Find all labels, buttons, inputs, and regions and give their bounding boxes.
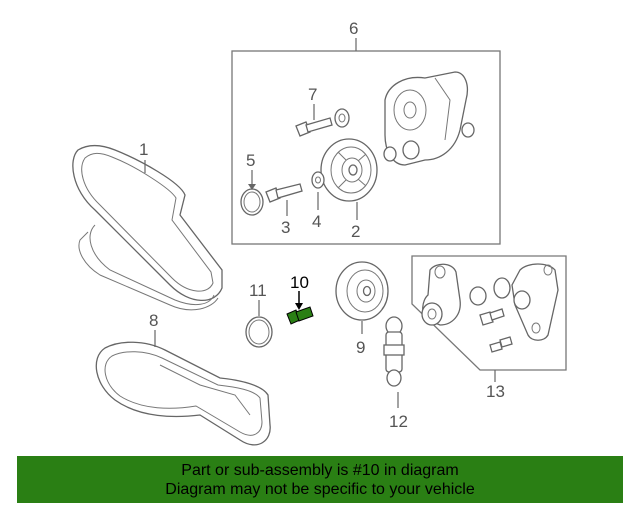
washer [334,108,350,128]
parts-diagram: 6 1 8 7 2 [72,19,567,446]
callout-12[interactable]: 12 [389,412,408,431]
callout-10[interactable]: 10 [290,273,309,292]
callout-1[interactable]: 1 [139,140,148,159]
pulley-9[interactable]: 9 [335,261,389,357]
tensioner-assembly-box: 6 [231,19,501,245]
part-info-banner: Part or sub-assembly is #10 in diagram D… [17,456,623,503]
cap-11[interactable]: 11 [245,281,273,348]
bolt-7[interactable]: 7 [295,85,333,137]
callout-9[interactable]: 9 [356,338,365,357]
banner-line-1: Part or sub-assembly is #10 in diagram [181,462,459,479]
callout-8[interactable]: 8 [149,311,158,330]
tensioner-body [383,71,475,166]
idler-pulley-2[interactable]: 2 [320,138,378,241]
bracket-parts [421,263,559,353]
callout-13[interactable]: 13 [486,382,505,401]
bolt-3[interactable]: 3 [265,183,303,237]
callout-11[interactable]: 11 [249,281,267,300]
bracket-assembly-box: 13 [411,255,567,401]
callout-5[interactable]: 5 [246,151,255,170]
callout-7[interactable]: 7 [308,85,317,104]
drive-belt-8[interactable]: 8 [95,311,271,446]
banner-line-2: Diagram may not be specific to your vehi… [165,481,475,498]
cap-5[interactable]: 5 [240,151,264,216]
callout-2[interactable]: 2 [351,222,360,241]
callout-3[interactable]: 3 [281,218,290,237]
bolt-10-highlighted[interactable]: 10 [286,273,314,325]
strut-12[interactable]: 12 [383,316,408,431]
washer-4[interactable]: 4 [311,171,325,231]
drive-belt-1[interactable]: 1 [72,140,223,311]
callout-4[interactable]: 4 [312,212,321,231]
callout-6[interactable]: 6 [349,19,358,38]
